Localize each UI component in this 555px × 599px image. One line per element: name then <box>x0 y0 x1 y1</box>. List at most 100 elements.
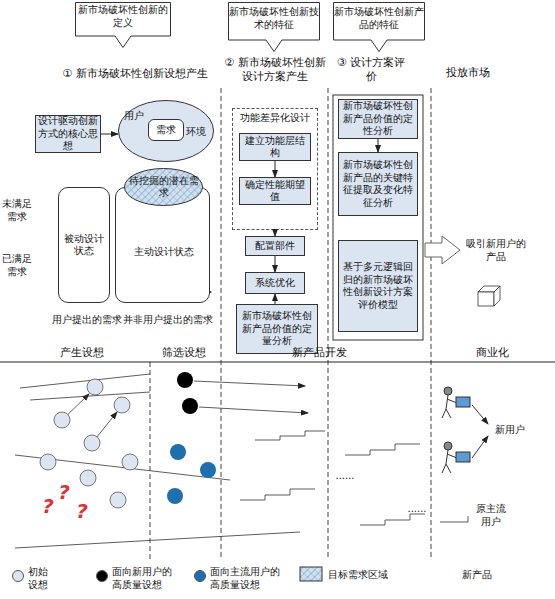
adopt-arrow <box>472 436 488 458</box>
stage-divider <box>221 88 222 560</box>
node-text: 系统优化 <box>255 277 295 290</box>
timeline-axis <box>0 362 555 363</box>
callout-outline <box>229 3 320 52</box>
callout-outline <box>76 3 171 48</box>
stage-divider <box>431 88 432 560</box>
node-text: 设计驱动创新方式的核心思想 <box>37 115 99 153</box>
user-label: 新用户 <box>488 424 532 437</box>
person-body <box>442 450 457 473</box>
funnel-line <box>15 455 230 480</box>
node-text: 建立功能层结构 <box>241 135 309 160</box>
idea-arrow <box>199 407 308 413</box>
legend-swatch <box>12 570 24 582</box>
initial-idea <box>87 379 103 395</box>
node-text: 新市场破坏性创新的定义 <box>76 4 170 29</box>
legend-hatch <box>300 567 322 581</box>
legend-swatch <box>96 570 108 582</box>
node-text: 功能差异化设计 <box>240 112 310 125</box>
initial-idea <box>80 470 96 486</box>
phase-label: 筛选设想 <box>152 346 216 360</box>
legend-text: 新产品 <box>462 569 512 582</box>
callout-box: 新市场破坏性创新的定义 <box>75 2 171 48</box>
stair-line <box>360 514 425 525</box>
hollow-arrow <box>425 236 460 264</box>
process-box: 系统优化 <box>245 272 305 294</box>
connector-arrow <box>275 256 276 272</box>
funnel-line <box>15 532 300 548</box>
product-box <box>456 452 470 462</box>
connector-arrow <box>275 161 276 177</box>
stage-title: ② 新市场破坏性创新设计方案产生 <box>224 56 326 84</box>
state-box: 主动设计状态待挖掘的潜在需求 <box>115 187 210 303</box>
person-body <box>442 395 457 418</box>
stair-line <box>255 431 325 440</box>
node-text: 待挖掘的潜在需求 <box>125 175 202 200</box>
callout-outline <box>334 3 425 52</box>
idea-arrow <box>194 381 305 386</box>
initial-idea <box>110 492 126 508</box>
evaluation-frame <box>333 95 423 340</box>
legend-text: 面向新用户的高质量设想 <box>112 566 176 591</box>
demand-box: 需求 <box>148 119 184 141</box>
node-text: 基于多元逻辑回归的新市场破坏性创新设计方案评价模型 <box>340 261 416 311</box>
stair-line <box>345 444 420 455</box>
callout-box: 新市场破坏性创新产品的特征 <box>333 2 425 52</box>
node-text: 新市场破坏性创新产品的特征 <box>334 6 424 31</box>
node-text: 主动设计状态 <box>126 246 201 259</box>
stair-line <box>240 489 315 500</box>
ellipse-outline <box>119 101 214 162</box>
question-mark: ? <box>74 499 90 524</box>
connector-arrow <box>378 139 379 152</box>
person-head <box>444 442 452 450</box>
stage-title: 投放市场 <box>436 66 500 80</box>
connector-arrow <box>101 134 118 135</box>
funnel-line <box>20 374 150 388</box>
new-user-idea <box>177 372 193 388</box>
axis-label: 用户提出的需求 <box>52 314 122 327</box>
node-text: 配置部件 <box>255 240 295 253</box>
hook-line <box>440 516 468 522</box>
stage-divider <box>328 88 329 560</box>
legend-text: 目标需求区域 <box>328 569 408 582</box>
process-box: 设计驱动创新方式的核心思想 <box>35 115 101 153</box>
process-box: 确定性能期望值 <box>239 177 311 205</box>
cube-side <box>494 286 500 306</box>
node-text: 被动设计状态 <box>60 233 108 258</box>
node-text: 新市场破坏性创新产品价值的定性分析 <box>340 100 416 138</box>
legend-text: 面向主流用户的高质量设想 <box>210 566 280 591</box>
node-text: 新市场破坏性创新技术的特征 <box>229 6 319 31</box>
process-box: 配置部件 <box>245 236 305 256</box>
initial-idea <box>114 397 130 413</box>
connector-arrow <box>275 294 276 304</box>
phase-label: 产生设想 <box>50 346 114 360</box>
initial-idea <box>122 454 138 470</box>
question-mark: ? <box>40 494 56 519</box>
cube-front <box>478 292 494 306</box>
stage-title: ③ 设计方案评价 <box>334 56 408 84</box>
adopt-arrow <box>472 405 488 424</box>
node-text: 新市场破坏性创新产品价值的定量分析 <box>238 310 316 348</box>
axis-label: 已满足需求 <box>0 253 34 278</box>
mainstream-idea <box>200 462 216 478</box>
state-box: 被动设计状态 <box>58 187 110 303</box>
user-label: 原主流用户 <box>473 503 509 528</box>
new-user-idea <box>182 398 198 414</box>
demand-ellipse: 用户环境需求 <box>118 100 214 162</box>
node-text: 确定性能期望值 <box>241 179 309 204</box>
process-box: 新市场破坏性创新产品的关键特征提取及变化特征分析 <box>338 152 418 216</box>
product-label: 吸引新用户的产品 <box>464 238 528 263</box>
legend-text: 初始设想 <box>28 566 56 591</box>
ellipsis: ...... <box>402 503 432 516</box>
process-box: 新市场破坏性创新产品价值的定性分析 <box>338 99 418 139</box>
phase-label: 商业化 <box>462 346 522 360</box>
product-box <box>456 397 470 407</box>
hatched-ellipse <box>125 169 203 206</box>
mainstream-idea <box>170 444 186 460</box>
stage-title: ① 新市场破坏性创新设想产生 <box>40 67 230 81</box>
node-text: 需求 <box>156 124 176 137</box>
initial-idea <box>40 454 56 470</box>
process-box: 基于多元逻辑回归的新市场破坏性创新设计方案评价模型 <box>338 240 418 332</box>
axis-label: 并非用户提出的需求 <box>118 314 218 327</box>
target-area: 待挖掘的潜在需求 <box>124 168 203 206</box>
